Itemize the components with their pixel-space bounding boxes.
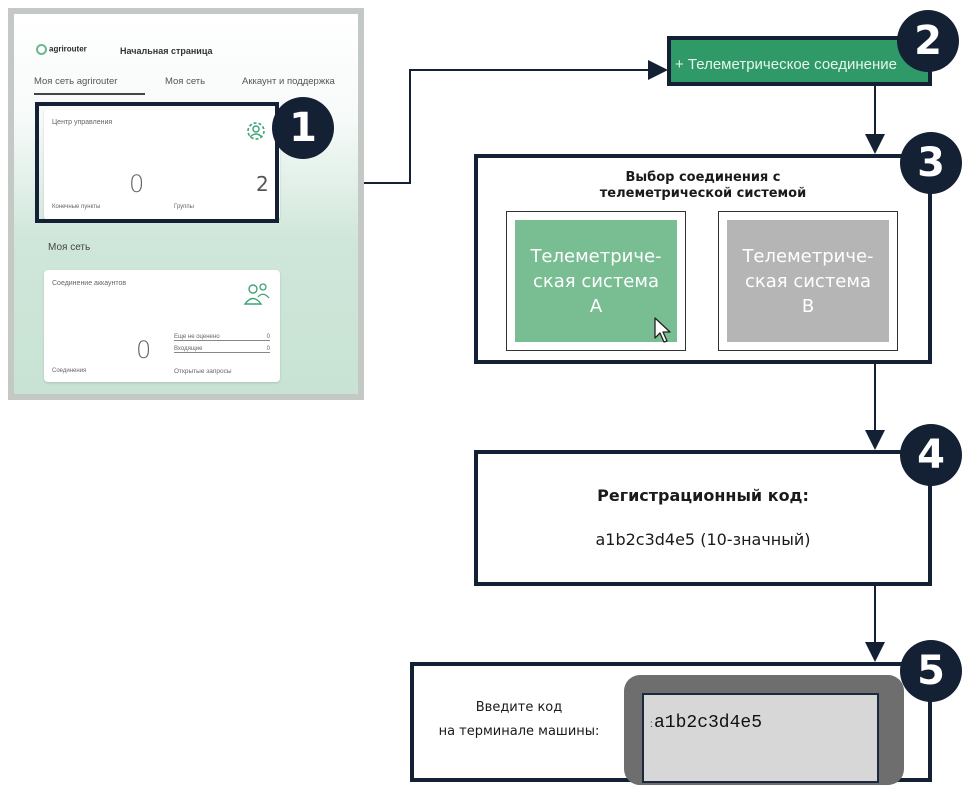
- not-rated-row[interactable]: Еще не оценено 0: [174, 334, 270, 341]
- registration-code-value: a1b2c3d4e5 (10-значный): [595, 530, 811, 549]
- groups-label: Группы: [174, 204, 194, 210]
- account-connection-card[interactable]: Соединение аккаунтов 0 Еще не оценено 0 …: [44, 270, 280, 382]
- step-5-badge: 5: [900, 640, 962, 702]
- enter-code-prompt-line1: Введите код: [475, 700, 563, 715]
- endpoints-label: Конечные пункты: [52, 204, 101, 210]
- option-a-line1: Телеметриче-: [530, 245, 662, 267]
- connections-label: Соединения: [52, 368, 87, 374]
- tab-my-network[interactable]: Моя сеть: [165, 76, 206, 87]
- logo-icon: [36, 44, 47, 55]
- incoming-value: 0: [266, 346, 270, 352]
- dialog-title-line2: телеметрической системой: [599, 186, 807, 201]
- home-title: Начальная страница: [120, 46, 213, 56]
- telemetry-connection-button-label: + Телеметрическое соединение: [675, 56, 897, 73]
- incoming-row[interactable]: Входящие 0: [174, 346, 270, 353]
- registration-code-box: Регистрационный код: a1b2c3d4e5 (10-знач…: [474, 450, 932, 586]
- option-a-line3: A: [589, 295, 603, 317]
- endpoints-count: 0: [129, 170, 145, 198]
- not-rated-label: Еще не оценено: [174, 334, 220, 340]
- connections-count: 0: [136, 336, 152, 364]
- step-3-badge: 3: [900, 132, 962, 194]
- agrirouter-logo: agrirouter: [36, 44, 87, 55]
- enter-code-prompt-line2: на терминале машины:: [438, 724, 600, 739]
- text-cursor-icon: :: [650, 719, 653, 730]
- account-connection-title: Соединение аккаунтов: [52, 280, 127, 287]
- open-requests-label: Открытые запросы: [174, 368, 232, 375]
- telemetry-system-a-option[interactable]: Телеметриче- ская система A: [506, 211, 686, 351]
- terminal-code-field[interactable]: : a1b2c3d4e5: [642, 693, 879, 783]
- step-1-badge: 1: [272, 97, 334, 159]
- tab-my-agrirouter-network[interactable]: Моя сеть agrirouter: [34, 76, 118, 87]
- telemetry-connection-button[interactable]: + Телеметрическое соединение: [667, 36, 932, 86]
- option-b-line3: B: [801, 295, 815, 317]
- my-network-label: Моя сеть: [48, 242, 91, 253]
- terminal-code-value: a1b2c3d4e5: [654, 713, 763, 733]
- dialog-title: Выбор соединения с телеметрической систе…: [478, 170, 928, 202]
- incoming-label: Входящие: [174, 346, 203, 352]
- tab-account-support[interactable]: Аккаунт и поддержка: [242, 76, 335, 87]
- step1-highlight: [35, 102, 279, 223]
- app-screenshot: agrirouter Начальная страница Моя сеть a…: [8, 8, 364, 400]
- step-4-badge: 4: [900, 424, 962, 486]
- dialog-title-line1: Выбор соединения с: [625, 170, 781, 185]
- select-telemetry-dialog: Выбор соединения с телеметрической систе…: [474, 154, 932, 364]
- option-b-tile: Телеметриче- ская система B: [727, 220, 889, 342]
- telemetry-system-b-option[interactable]: Телеметриче- ская система B: [718, 211, 898, 351]
- not-rated-value: 0: [266, 334, 270, 340]
- app-content: agrirouter Начальная страница Моя сеть a…: [14, 14, 358, 394]
- groups-count: 2: [256, 172, 269, 196]
- registration-code-title: Регистрационный код:: [597, 486, 809, 505]
- option-b-line2: ская система: [744, 270, 871, 292]
- users-icon: [243, 283, 270, 305]
- option-a-tile: Телеметриче- ская система A: [515, 220, 677, 342]
- cursor-pointer-icon: [654, 317, 671, 343]
- control-center-title: Центр управления: [52, 119, 113, 126]
- active-tab-indicator: [34, 93, 145, 95]
- option-b-line1: Телеметриче-: [742, 245, 874, 267]
- control-center-icon: [247, 122, 265, 140]
- control-center-card[interactable]: Центр управления 0 2 Конечные пункты Гру…: [44, 110, 280, 220]
- step-2-badge: 2: [897, 10, 959, 72]
- option-a-line2: ская система: [532, 270, 659, 292]
